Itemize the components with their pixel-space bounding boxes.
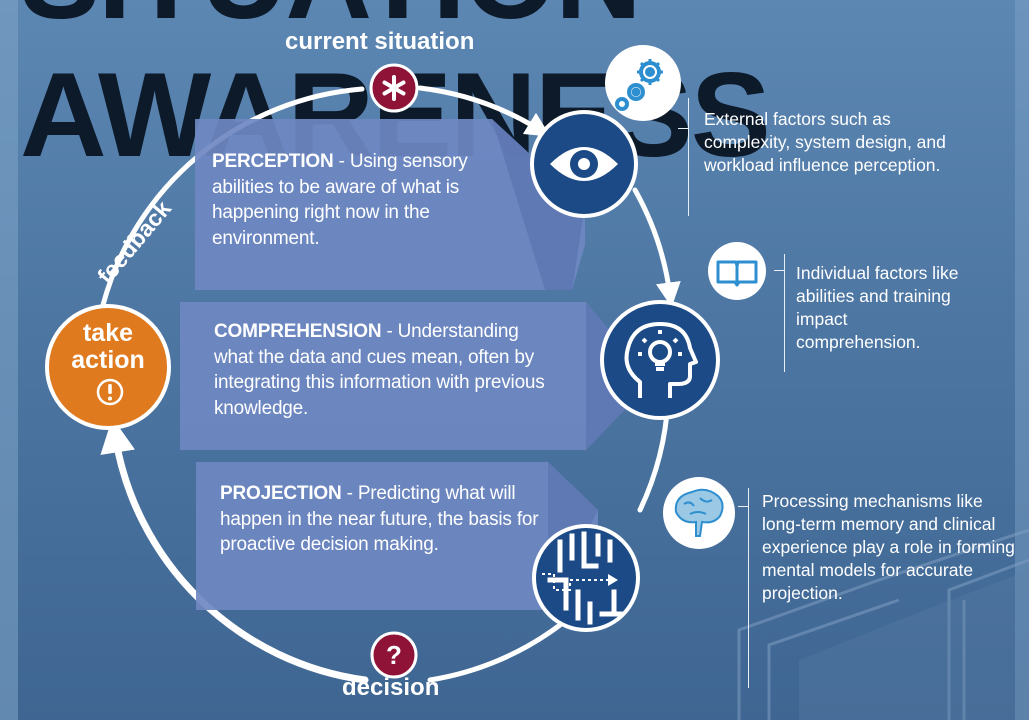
decision-label: decision — [342, 674, 440, 701]
take-action-line1: take — [82, 319, 134, 347]
perception-title: PERCEPTION — [212, 151, 334, 172]
comprehension-panel-shape — [180, 302, 634, 450]
exclamation-icon — [96, 378, 124, 406]
projection-circle — [532, 524, 640, 632]
current-situation-label: current situation — [285, 28, 475, 55]
perception-circle — [530, 110, 638, 218]
projection-description: - Predicting what will happen in the nea… — [220, 483, 539, 555]
background-edge-right — [1015, 0, 1029, 720]
background-edge-left — [0, 0, 18, 720]
projection-panel: PROJECTION - Predicting what will happen… — [196, 462, 598, 610]
head-lightbulb-icon — [624, 322, 698, 398]
factor2-tick — [774, 270, 784, 271]
perception-panel-shape — [195, 119, 585, 290]
factor1-bracket — [688, 98, 689, 216]
comprehension-description: - Understanding what the data and cues m… — [214, 321, 545, 419]
book-icon — [716, 260, 758, 287]
take-action-line2: action — [71, 346, 145, 374]
asterisk-icon — [382, 75, 406, 101]
comprehension-title: COMPREHENSION — [214, 321, 382, 342]
projection-panel-shape — [196, 462, 598, 610]
factor3-text: Processing mechanisms like long-term mem… — [762, 491, 1015, 603]
factor1-text: External factors such as complexity, sys… — [704, 109, 946, 175]
question-icon: ? — [386, 640, 402, 670]
factor2-bracket — [784, 254, 785, 372]
projection-title: PROJECTION — [220, 483, 342, 504]
comprehension-panel: COMPREHENSION - Understanding what the d… — [180, 302, 634, 450]
gears-icon — [615, 59, 663, 111]
brain-badge — [663, 477, 735, 549]
comprehension-circle — [600, 300, 720, 420]
question-marker: ? — [370, 631, 418, 679]
perception-text: PERCEPTION - Using sensory abilities to … — [212, 149, 502, 251]
factor3-tick — [738, 506, 748, 507]
perception-description: - Using sensory abilities to be aware of… — [212, 151, 468, 249]
perception-panel: PERCEPTION - Using sensory abilities to … — [195, 119, 585, 290]
brain-icon — [674, 488, 724, 537]
gears-badge — [605, 45, 681, 121]
maze-path-icon — [547, 531, 623, 625]
asterisk-marker — [369, 63, 419, 113]
take-action-circle: take action — [45, 304, 171, 430]
factor2-text: Individual factors like abilities and tr… — [796, 263, 959, 352]
factor1-tick — [678, 128, 688, 129]
factor3-bracket — [748, 488, 749, 688]
book-badge — [708, 242, 766, 300]
comprehension-text: COMPREHENSION - Understanding what the d… — [214, 319, 554, 421]
background-building-illustration — [737, 528, 1029, 720]
eye-icon — [550, 147, 618, 181]
projection-text: PROJECTION - Predicting what will happen… — [220, 481, 560, 558]
